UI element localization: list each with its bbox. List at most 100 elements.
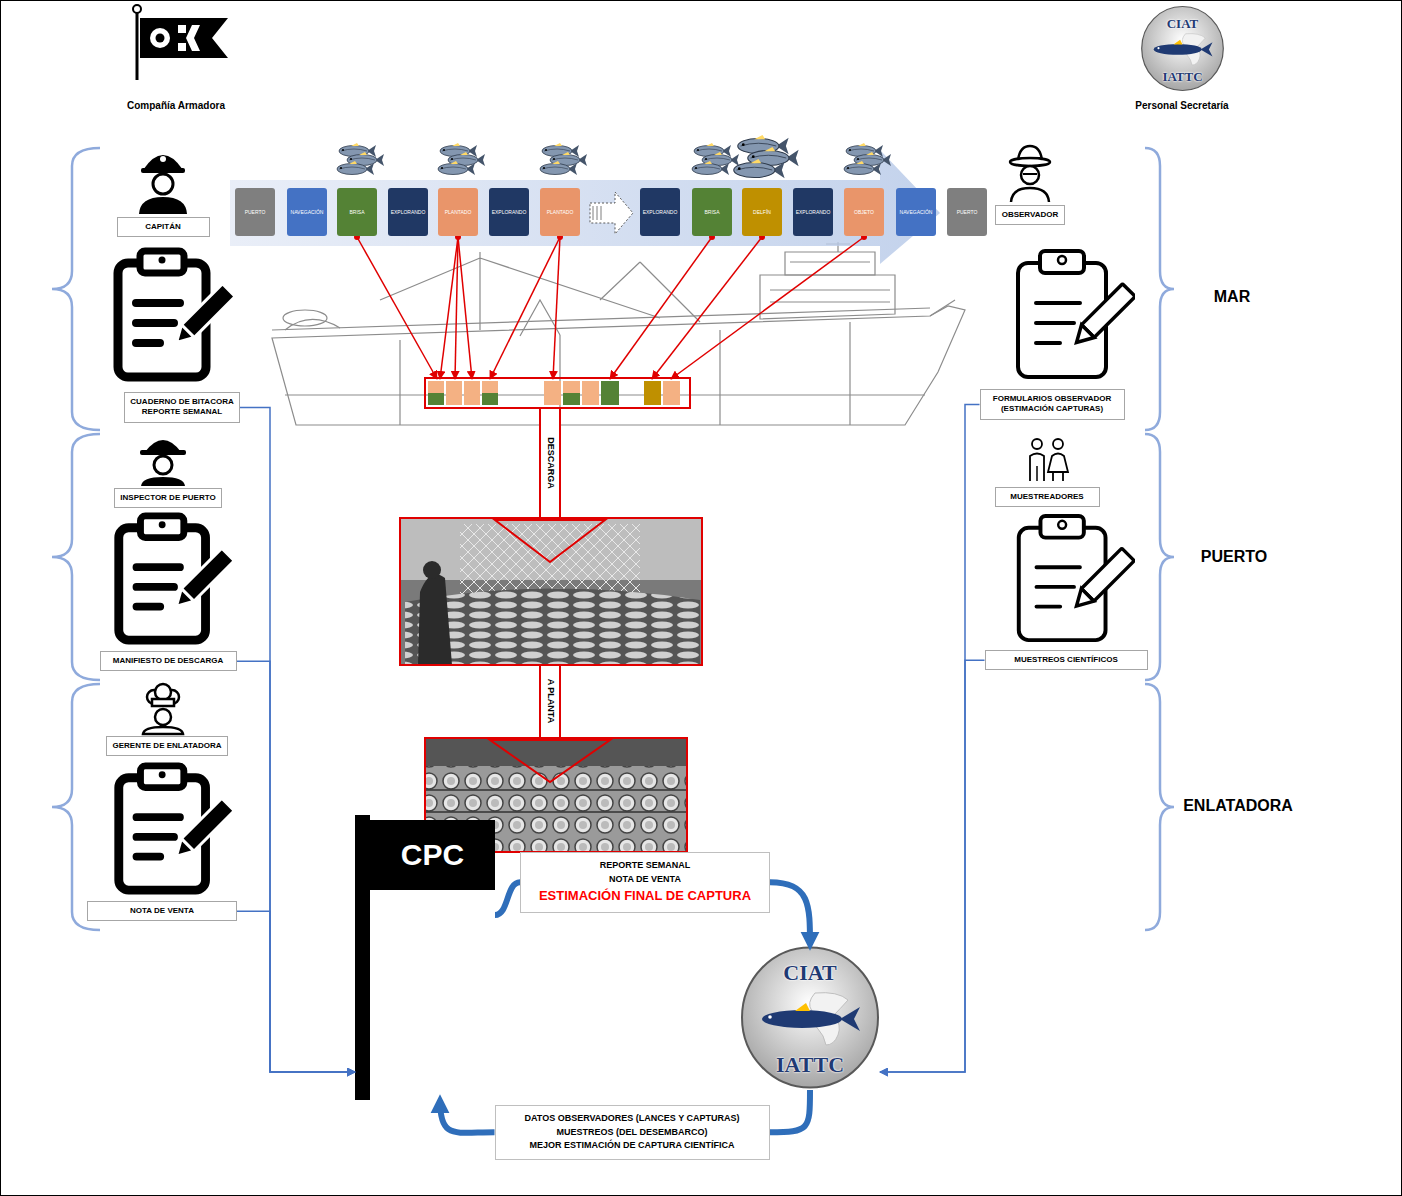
person-icon [1032, 439, 1042, 449]
fish-school [734, 159, 785, 178]
person-icon [1030, 454, 1044, 482]
ship-drawing [380, 252, 700, 330]
activity-box: BRISA [337, 188, 377, 236]
node-text: MUESTREADORES [1001, 492, 1094, 502]
logo-graphic [742, 948, 878, 1088]
fish-school [438, 143, 485, 175]
logo-graphic [1142, 7, 1224, 91]
catch-to-well-arrow [458, 237, 472, 379]
caption-label: PUERTO [1201, 548, 1267, 566]
activity-box: PUERTO [947, 188, 987, 236]
person-icon [1021, 166, 1039, 184]
node-text: IATTC [776, 1054, 844, 1076]
caption-label: ENLATADORA [1183, 797, 1293, 815]
activity-box: PLANTADO [438, 188, 478, 236]
person-icon [153, 174, 173, 194]
brace [1145, 148, 1174, 430]
logo-ellipse: CIATIATTC [1140, 5, 1225, 92]
fish-school [692, 143, 739, 175]
label-box: FORMULARIOS OBSERVADOR (ESTIMACIÓN CAPTU… [980, 389, 1125, 420]
report-connector [880, 660, 985, 1072]
fish-wells [563, 381, 580, 393]
flow-arrow [770, 882, 810, 945]
cannery-photo [425, 790, 687, 812]
node-text: EXPLORANDO [391, 209, 426, 215]
activity-box: EXPLORANDO [793, 188, 833, 236]
trip-timeline-arrow [230, 150, 940, 264]
fish-wells [582, 381, 599, 405]
ship-drawing [770, 262, 890, 302]
cpc-flag [355, 815, 370, 1100]
activity-box: NAVEGACIÓN [287, 188, 327, 236]
person-icon [139, 146, 1068, 734]
flow-arrow [440, 1100, 495, 1133]
activity-box: NAVEGACIÓN [896, 188, 936, 236]
activity-box: BRISA [692, 188, 732, 236]
owner-flag-icon [150, 28, 170, 48]
trip-timeline-arrow [593, 206, 601, 220]
caption-label: Compañía Armadora [127, 100, 225, 111]
cannery-photo [425, 738, 687, 766]
node-text: CAPITÁN [123, 222, 204, 232]
brace [1145, 684, 1174, 930]
person-icon [141, 477, 185, 486]
person-icon [160, 156, 166, 162]
activity-box: EXPLORANDO [489, 188, 529, 236]
person-icon [155, 709, 171, 725]
logo-ellipse: CIAT IATTC [740, 945, 880, 1090]
node-text: MANIFIESTO DE DESCARGA [106, 656, 231, 666]
owner-flag-icon [156, 34, 165, 43]
label-box: NOTA DE VENTA [87, 901, 237, 921]
fish-school [692, 161, 729, 175]
catch-to-well-arrow [671, 237, 864, 379]
clipboard-icon [119, 516, 235, 640]
info-box: DATOS OBSERVADORES (LANCES Y CAPTURAS)MU… [495, 1105, 770, 1160]
fish-school [337, 143, 384, 175]
flow-arrow [495, 882, 520, 915]
unloading-photo [400, 518, 702, 665]
activity-box: PUERTO [235, 188, 275, 236]
node-text: MUESTREOS (DEL DESEMBARCO) [508, 1126, 757, 1140]
fish-wells [446, 381, 462, 405]
label-box: OBSERVADOR [995, 205, 1065, 225]
person-icon [1023, 173, 1037, 175]
fish-school [844, 143, 891, 175]
flow-band [540, 408, 560, 738]
ship-drawing [272, 306, 965, 425]
catch-to-well-arrow [455, 237, 458, 379]
label-box: MANIFIESTO DE DESCARGA [100, 651, 237, 671]
owner-flag-icon [186, 25, 200, 51]
owner-flag-icon [178, 43, 186, 51]
person-icon [143, 155, 183, 170]
caption-label: Personal Secretaría [1135, 100, 1228, 111]
unloading-photo [423, 561, 441, 579]
node-text: PUERTO [957, 209, 978, 215]
node-text: IATTC [1162, 70, 1202, 83]
activity-box: OBJETO [844, 188, 884, 236]
clipboard-icon [1018, 251, 1135, 377]
node-text: CIAT [783, 962, 836, 984]
activity-box: PLANTADO [540, 188, 580, 236]
person-icon [141, 168, 185, 173]
label-box: MUESTREOS CIENTÍFICOS [985, 650, 1148, 670]
node-text: PLANTADO [547, 209, 574, 215]
catch-to-well-arrow [490, 237, 560, 379]
fish-school [734, 135, 799, 178]
ship-drawing [283, 310, 327, 326]
flow-band [540, 665, 560, 738]
fish-school [337, 135, 891, 178]
node-text: BRISA [704, 209, 719, 215]
label-box: CUADERNO DE BITACORAREPORTE SEMANAL [124, 392, 239, 423]
catch-dot [354, 234, 867, 240]
catch-to-well-arrow [610, 237, 712, 379]
person-icon [143, 727, 183, 734]
clipboard-icon [118, 251, 235, 377]
fish-wells [644, 381, 661, 405]
brace [52, 148, 100, 430]
person-icon [139, 197, 187, 214]
clipboard-icon [1019, 516, 1135, 640]
clipboard-icon [119, 766, 235, 890]
